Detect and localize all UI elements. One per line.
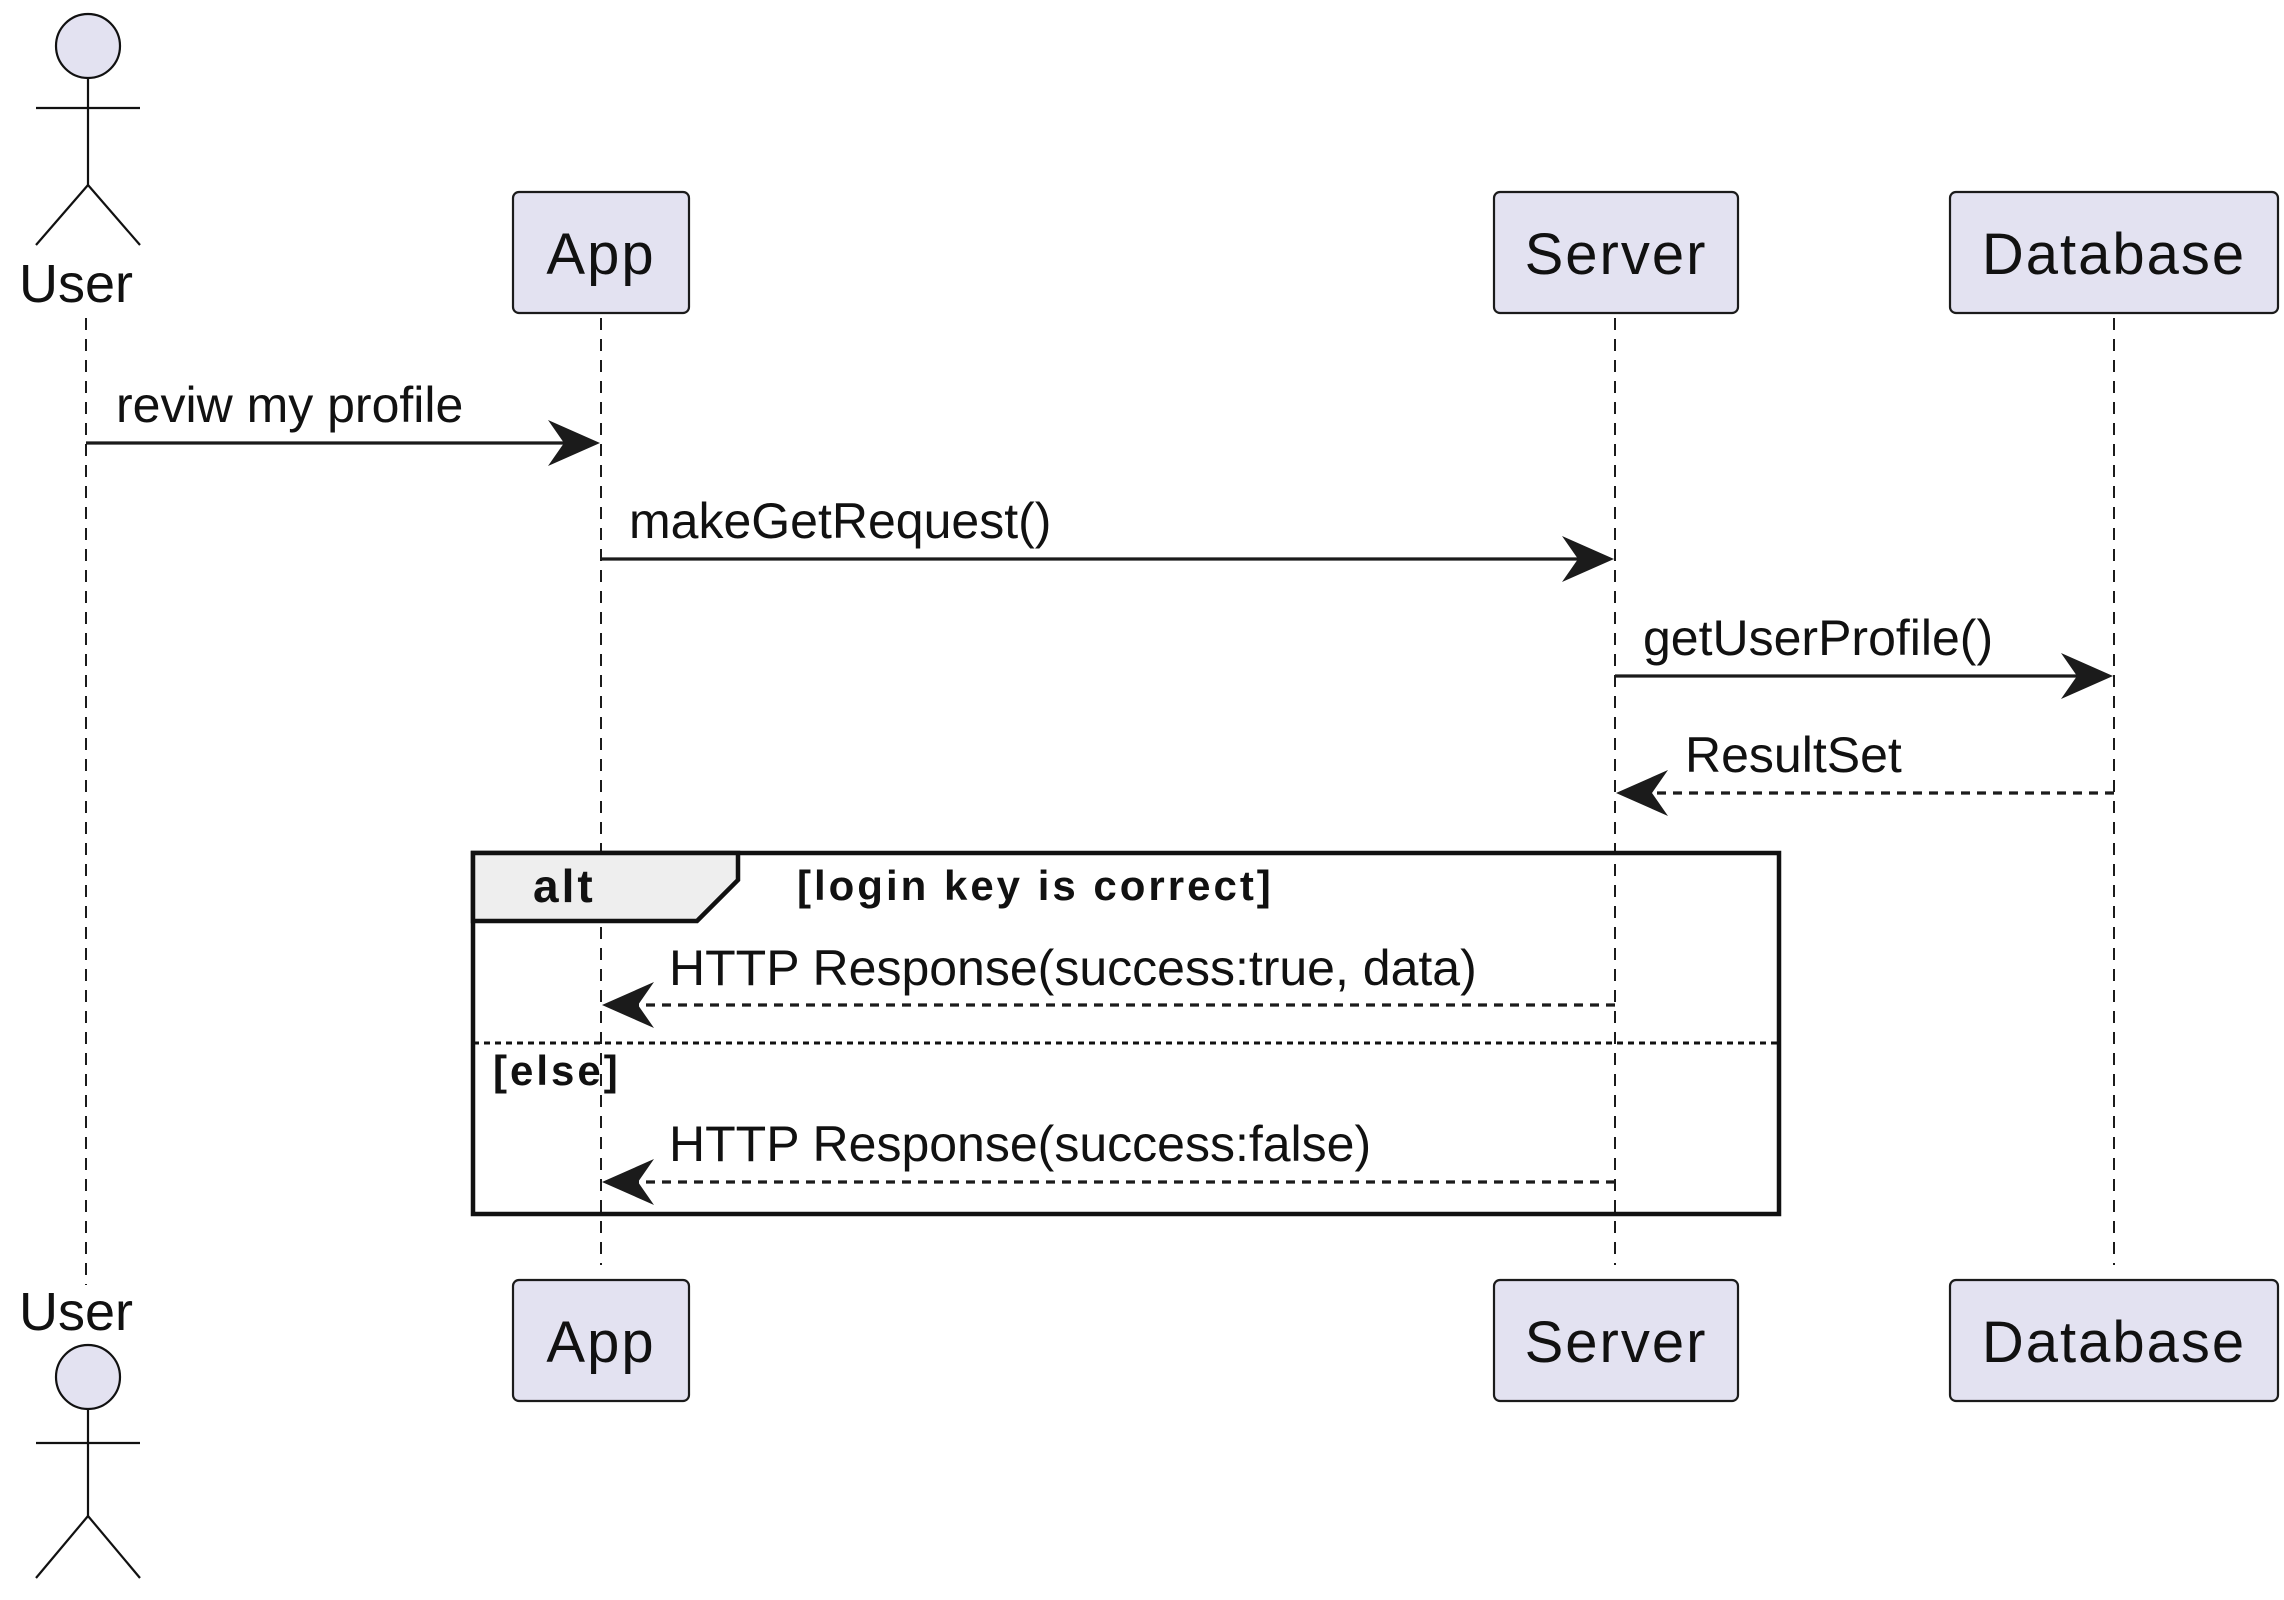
message-server-to-app-failure: HTTP Response(success:false): [602, 1116, 1615, 1205]
message-database-to-server: ResultSet: [1616, 727, 2114, 816]
participant-app-bottom: App: [511, 1278, 691, 1403]
message-label: makeGetRequest(): [629, 493, 1051, 549]
message-label: HTTP Response(success:false): [669, 1116, 1371, 1172]
message-server-to-database: getUserProfile(): [1615, 610, 2113, 699]
participant-database-top: Database: [1948, 190, 2280, 315]
fragment-else-guard: [else]: [493, 1047, 621, 1094]
alt-fragment: alt [login key is correct] [else]: [470, 850, 1782, 1217]
actor-user-top: User: [19, 12, 141, 314]
fragment-tab: [470, 850, 741, 924]
arrowhead: [2061, 653, 2113, 699]
arrowhead: [602, 1159, 654, 1205]
message-label: reviw my profile: [116, 377, 463, 433]
message-label: getUserProfile(): [1643, 610, 1993, 666]
message-user-to-app: reviw my profile: [86, 377, 600, 466]
actor-user-bottom: User: [19, 1282, 141, 1579]
arrowhead: [1562, 536, 1614, 582]
fragment-frame: [470, 850, 1782, 1217]
participant-label-app-top: App: [546, 222, 655, 287]
fragment-keyword: alt: [533, 860, 596, 912]
actor-head: [54, 12, 122, 80]
actor-head: [54, 1343, 122, 1411]
participant-server-top: Server: [1492, 190, 1740, 315]
message-label: HTTP Response(success:true, data): [669, 940, 1477, 996]
participant-label-database-top: Database: [1982, 222, 2246, 287]
message-server-to-app-success: HTTP Response(success:true, data): [602, 940, 1615, 1028]
fragment-guard: [login key is correct]: [797, 862, 1274, 909]
participant-database-bottom: Database: [1948, 1278, 2280, 1403]
participant-label-app-bottom: App: [546, 1310, 655, 1375]
arrowhead: [1616, 770, 1668, 816]
participant-label-server-bottom: Server: [1525, 1310, 1708, 1375]
arrowhead: [548, 420, 600, 466]
actor-label-user-bottom: User: [19, 1282, 133, 1342]
actor-label-user-top: User: [19, 254, 133, 314]
participant-server-bottom: Server: [1492, 1278, 1740, 1403]
participant-app-top: App: [511, 190, 691, 315]
message-app-to-server: makeGetRequest(): [601, 493, 1614, 582]
arrowhead: [602, 982, 654, 1028]
participant-label-database-bottom: Database: [1982, 1310, 2246, 1375]
message-label: ResultSet: [1685, 727, 1902, 783]
participant-label-server-top: Server: [1525, 222, 1708, 287]
